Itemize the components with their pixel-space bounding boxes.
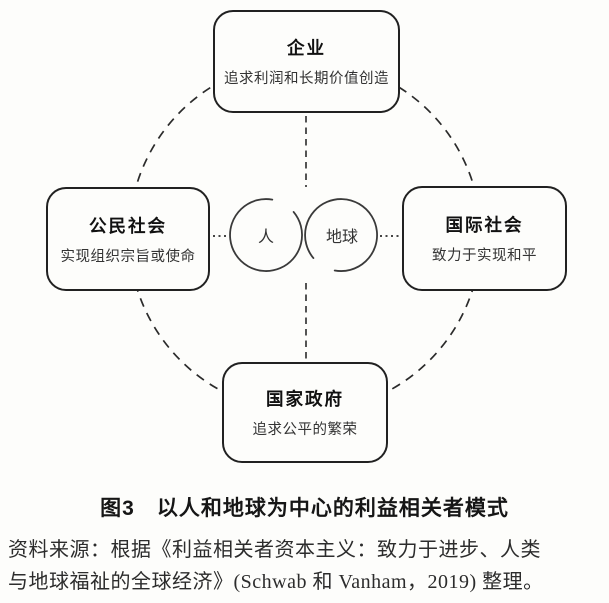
people-circle [229,198,303,272]
node-civil-society-subtitle: 实现组织宗旨或使命 [60,248,196,265]
planet-label: 地球 [326,228,358,246]
node-civil-society-title: 公民社会 [89,215,167,236]
node-civil-society: 公民社会 实现组织宗旨或使命 [46,187,210,291]
source-note-line2: 与地球福祉的全球经济》(Schwab 和 Vanham，2019) 整理。 [8,571,544,593]
node-enterprise-title: 企业 [287,38,326,58]
node-enterprise: 企业 追求利润和长期价值创造 [213,10,400,113]
node-enterprise-subtitle: 追求利润和长期价值创造 [224,71,389,87]
planet-circle [304,198,378,272]
node-international-community-subtitle: 致力于实现和平 [432,248,537,264]
figure-caption: 图3 以人和地球为中心的利益相关者模式 [100,497,509,520]
source-note-line1: 资料来源：根据《利益相关者资本主义：致力于进步、人类 [8,539,541,561]
people-label: 人 [258,228,274,246]
node-national-government-title: 国家政府 [266,389,344,409]
node-national-government-subtitle: 追求公平的繁荣 [252,422,358,438]
source-note: 资料来源：根据《利益相关者资本主义：致力于进步、人类 与地球福祉的全球经济》(S… [8,534,604,598]
node-national-government: 国家政府 追求公平的繁荣 [222,362,388,463]
node-international-community-title: 国际社会 [445,215,524,235]
node-international-community: 国际社会 致力于实现和平 [402,186,567,291]
